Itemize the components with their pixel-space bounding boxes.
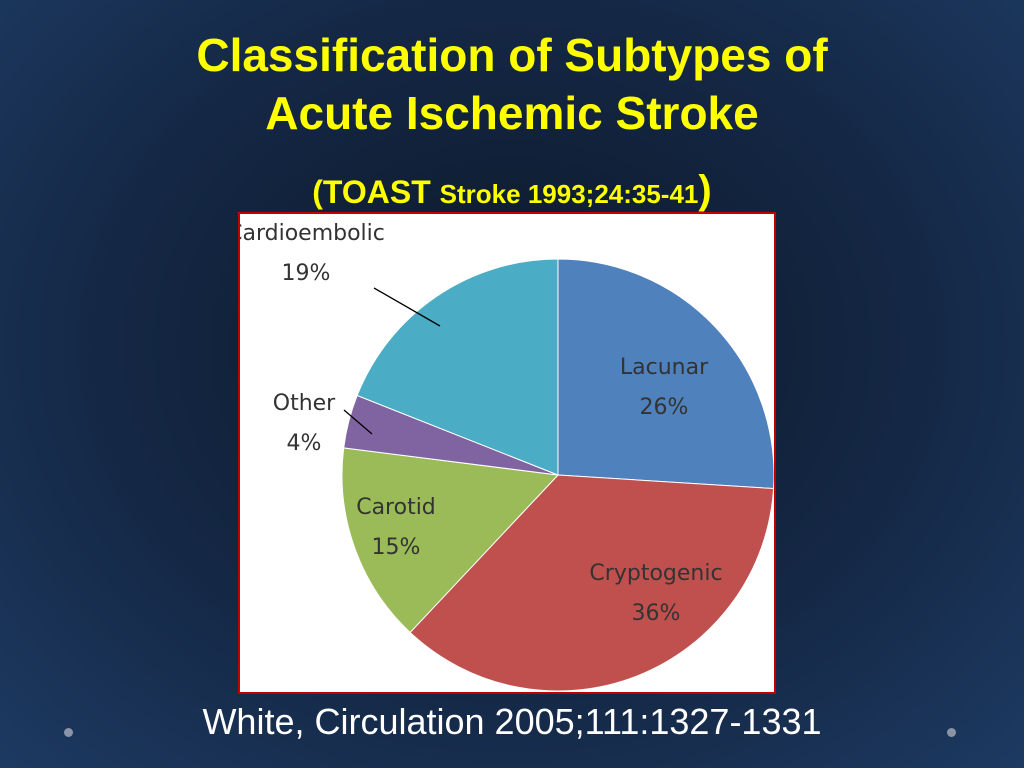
- bullet-dot-right: [947, 728, 956, 737]
- slide-subtitle: (TOAST Stroke 1993;24:35-41): [0, 168, 1024, 213]
- slice-label-cryptogenic: Cryptogenic 36%: [589, 561, 722, 626]
- slide-title: Classification of Subtypes of Acute Isch…: [0, 26, 1024, 142]
- slice-label-other: Other 4%: [273, 391, 336, 456]
- pie-slice-carotid: [341, 447, 560, 634]
- slice-label-lacunar: Lacunar 26%: [620, 355, 709, 420]
- slice-percent-cardioembolic: 19%: [282, 261, 331, 286]
- pie-slice-lacunar: [557, 258, 774, 490]
- slice-name-cardioembolic: Cardioembolic: [240, 221, 385, 246]
- title-line-2: Acute Ischemic Stroke: [265, 87, 759, 139]
- slice-label-carotid: Carotid 15%: [356, 495, 436, 560]
- subtitle-close-paren: ): [698, 168, 712, 212]
- pie-chart-frame: Lacunar 26% Cryptogenic 36% Carotid 15% Other 4…: [238, 212, 776, 694]
- leader-line-other: [343, 409, 373, 435]
- slice-percent-carotid: 15%: [372, 535, 421, 560]
- slice-percent-lacunar: 26%: [640, 395, 689, 420]
- slice-name-other: Other: [273, 391, 336, 416]
- pie-slice-cryptogenic: [409, 474, 774, 692]
- slice-percent-cryptogenic: 36%: [632, 601, 681, 626]
- pie-chart: Lacunar 26% Cryptogenic 36% Carotid 15% Other 4…: [240, 221, 774, 692]
- citation: White, Circulation 2005;111:1327-1331: [202, 701, 822, 742]
- slice-percent-other: 4%: [287, 431, 322, 456]
- slice-label-cardioembolic: Cardioembolic 19%: [240, 221, 385, 286]
- subtitle-toast: (TOAST: [312, 174, 440, 210]
- title-line-1: Classification of Subtypes of: [196, 29, 828, 81]
- slice-name-carotid: Carotid: [356, 495, 436, 520]
- slice-name-cryptogenic: Cryptogenic: [589, 561, 722, 586]
- slice-name-lacunar: Lacunar: [620, 355, 709, 380]
- leader-line-cardioembolic: [373, 287, 441, 327]
- pie-slice-cardioembolic: [356, 258, 559, 476]
- subtitle-reference: Stroke 1993;24:35-41: [439, 179, 699, 209]
- bullet-dot-left: [64, 728, 73, 737]
